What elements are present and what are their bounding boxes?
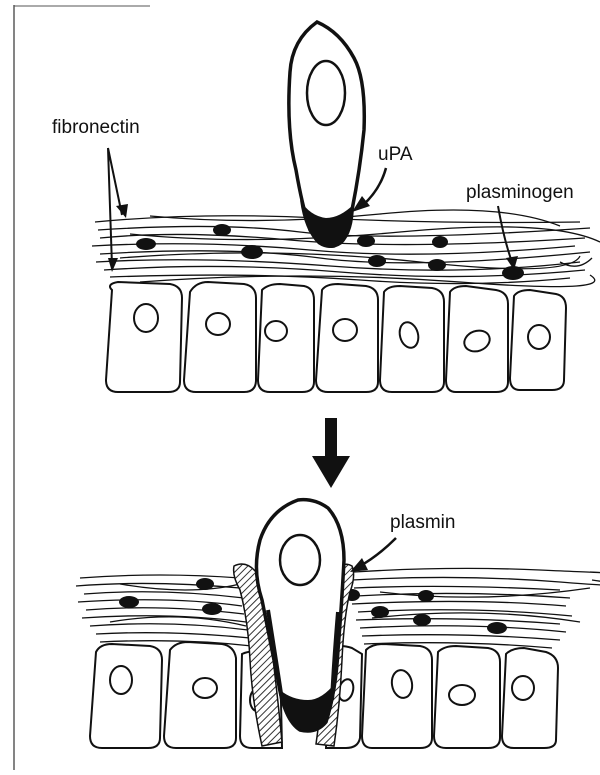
cell-nucleus bbox=[134, 304, 158, 332]
invading-cell-nucleus-top bbox=[307, 61, 345, 125]
label-upa: uPA bbox=[378, 144, 413, 165]
plasminogen-dot bbox=[487, 622, 507, 634]
label-plasmin: plasmin bbox=[390, 512, 455, 533]
label-fibronectin: fibronectin bbox=[52, 117, 140, 138]
plasminogen-dot bbox=[371, 606, 389, 618]
plasminogen-dot bbox=[368, 255, 386, 267]
invading-cell-nucleus-bottom bbox=[280, 535, 320, 585]
panel-after: plasmin bbox=[76, 500, 600, 748]
epithelial-cell bbox=[106, 282, 182, 392]
transition-arrow bbox=[312, 418, 350, 488]
plasminogen-dot bbox=[432, 236, 448, 248]
epithelial-cell bbox=[184, 282, 256, 392]
panel-before: fibronectin uPA plasminogen bbox=[52, 22, 600, 392]
upa-pointer-line bbox=[362, 168, 386, 206]
cell-nucleus bbox=[333, 319, 357, 341]
cell-nucleus bbox=[110, 666, 132, 694]
cell-nucleus bbox=[265, 321, 287, 341]
cell-nucleus bbox=[449, 685, 475, 705]
plasminogen-dot bbox=[413, 614, 431, 626]
epithelial-cell bbox=[258, 284, 314, 392]
label-plasminogen: plasminogen bbox=[466, 182, 574, 203]
cell-nucleus bbox=[193, 678, 217, 698]
plasminogen-pointer-line bbox=[498, 206, 512, 262]
epithelial-cell bbox=[90, 644, 162, 748]
plasmin-arrowhead bbox=[350, 558, 368, 572]
cell-nucleus bbox=[528, 325, 550, 349]
plasminogen-dot bbox=[418, 590, 434, 602]
plasminogen-dot bbox=[196, 578, 214, 590]
plasminogen-dot bbox=[119, 596, 139, 608]
plasminogen-dot bbox=[241, 245, 263, 259]
plasminogen-dot bbox=[428, 259, 446, 271]
plasminogen-dot bbox=[202, 603, 222, 615]
plasmin-pointer-line bbox=[360, 538, 396, 566]
plasminogen-dot bbox=[136, 238, 156, 250]
cell-nucleus bbox=[512, 676, 534, 700]
cell-nucleus bbox=[206, 313, 230, 335]
plasminogen-dot bbox=[357, 235, 375, 247]
plasminogen-dot bbox=[213, 224, 231, 236]
